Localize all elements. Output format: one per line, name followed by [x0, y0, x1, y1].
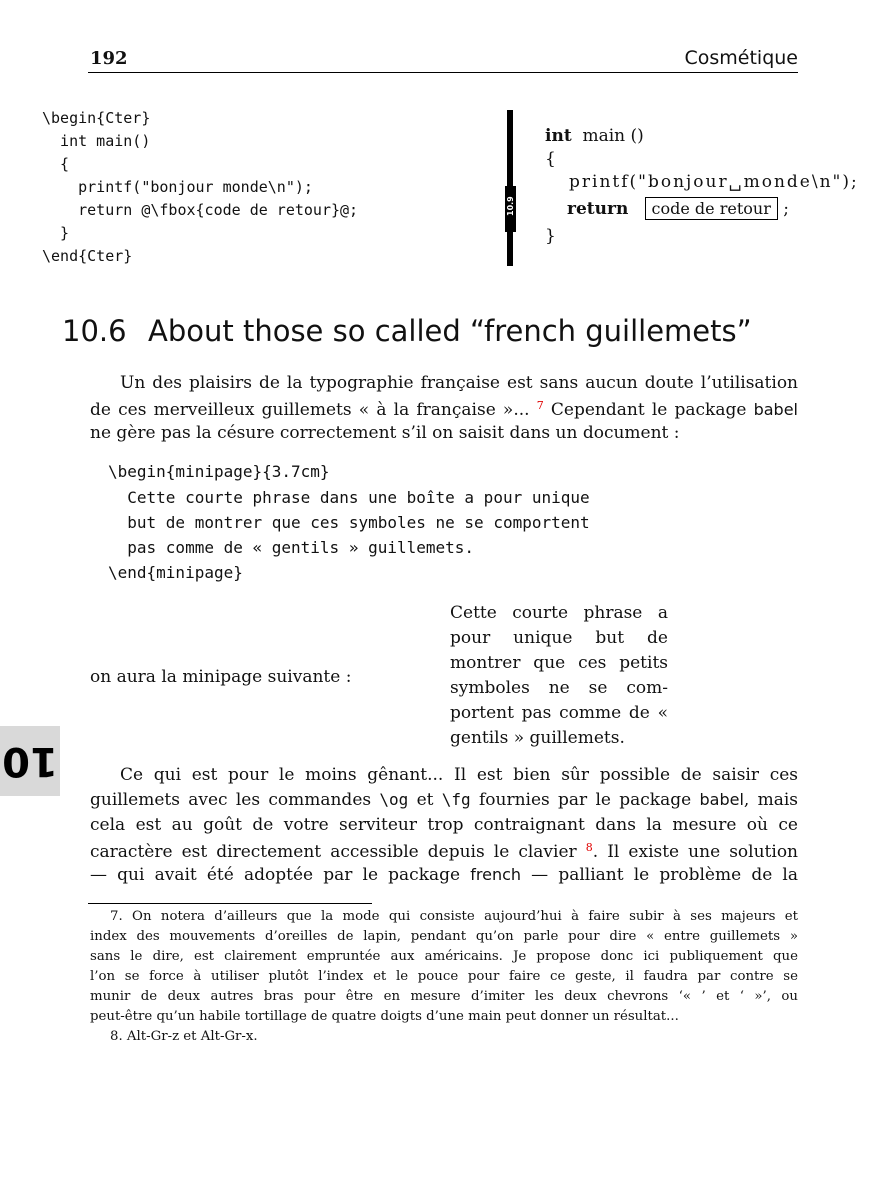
rendered-code-line: }	[545, 226, 556, 246]
footnote-rule	[88, 903, 372, 904]
minipage-line: pour unique but de	[450, 630, 668, 647]
package-name: babel	[753, 400, 798, 419]
keyword-int: int	[545, 126, 572, 146]
section-number: 10.6	[62, 314, 127, 348]
code-line: \end{Cter}	[42, 247, 133, 265]
footnote-line: munir de deux autres bras pour être en m…	[90, 989, 798, 1004]
footnote-line-text: 7. On notera d’ailleurs que la mode qui …	[110, 909, 798, 924]
rendered-code-line: int main ()	[545, 128, 644, 145]
paragraph-line: — qui avait été adoptée par le package f…	[90, 867, 798, 884]
section-title: About those so called “french guillemets…	[148, 314, 752, 348]
paragraph-line: guillemets avec les commandes \og et \fg…	[90, 792, 798, 809]
rendered-code-text: ;	[783, 199, 789, 219]
package-name: french	[470, 865, 522, 884]
section-side-tab	[505, 186, 516, 232]
paragraph-line: ne gère pas la césure correctement s’il …	[90, 423, 680, 443]
code-line: printf("bonjour monde\n");	[42, 178, 313, 196]
footnote-marker[interactable]: 7	[536, 399, 544, 412]
footnote-line-text: sans le dire, est clairement empruntée a…	[90, 949, 798, 964]
paragraph-text: guillemets avec les commandes	[90, 790, 380, 810]
code-line: {	[42, 155, 70, 173]
minipage-line-text: portent pas comme de «	[450, 703, 668, 723]
paragraph-line: de ces merveilleux guillemets « à la fra…	[90, 400, 798, 419]
running-title: Cosmétique	[684, 47, 798, 69]
code-line: return @\fbox{code de retour}@;	[42, 201, 359, 219]
paragraph-line: Un des plaisirs de la typographie frança…	[120, 375, 798, 392]
footnote-line: peut-être qu’un habile tortillage de qua…	[90, 1009, 679, 1024]
minipage-line: portent pas comme de «	[450, 705, 668, 722]
paragraph-text: caractère est directement accessible dep…	[90, 842, 577, 862]
footnote-line: 8. Alt-Gr-z et Alt-Gr-x.	[110, 1029, 258, 1044]
section-heading: 10.6 About those so called “french guille…	[62, 314, 752, 348]
paragraph-line: cela est au goût de votre serviteur trop…	[90, 817, 798, 834]
paragraph-line: caractère est directement accessible dep…	[90, 842, 798, 861]
rendered-code-line: printf("bonjour␣monde\n");	[569, 172, 859, 192]
rendered-code-line: {	[545, 149, 556, 169]
paragraph-line-text: Un des plaisirs de la typographie frança…	[120, 373, 798, 393]
paragraph-text: fournies par le package	[470, 790, 700, 810]
rendered-code-line: return code de retour ;	[567, 197, 789, 220]
paragraph-line: Ce qui est pour le moins gênant... Il es…	[120, 767, 798, 784]
code-line: \begin{Cter}	[42, 109, 151, 127]
code-line: \end{minipage}	[108, 563, 243, 582]
footnote-line: sans le dire, est clairement empruntée a…	[90, 949, 798, 964]
footnote-line: 7. On notera d’ailleurs que la mode qui …	[110, 909, 798, 924]
code-line: int main()	[42, 132, 151, 150]
minipage-line: gentils » guillemets.	[450, 728, 625, 748]
footnote-line-text: index des mouvements d’oreilles de lapin…	[90, 929, 798, 944]
code-line: \begin{minipage}{3.7cm}	[108, 462, 330, 481]
footnote-line: l’on se force à utiliser plutôt l’index …	[90, 969, 798, 984]
minipage-line-text: symboles ne se com-	[450, 678, 668, 698]
minipage-line-text: pour unique but de	[450, 628, 668, 648]
footnote-line-text: munir de deux autres bras pour être en m…	[90, 989, 798, 1004]
paragraph-text: , mais	[743, 790, 799, 810]
paragraph-text: de ces merveilleux guillemets « à la fra…	[90, 400, 530, 420]
rendered-code-text: main ()	[582, 126, 644, 146]
minipage-line-text: Cette courte phrase a	[450, 603, 668, 623]
fbox: code de retour	[644, 197, 778, 220]
footnote-marker[interactable]: 8	[585, 841, 593, 854]
header-rule	[88, 72, 798, 73]
paragraph-line-text: cela est au goût de votre serviteur trop…	[90, 815, 798, 835]
footnote-line: index des mouvements d’oreilles de lapin…	[90, 929, 798, 944]
paragraph-text: et	[408, 790, 442, 810]
chapter-thumb-label: 10	[2, 738, 58, 784]
code-line: Cette courte phrase dans une boîte a pou…	[108, 488, 590, 507]
paragraph-text: . Il existe une solution	[592, 842, 798, 862]
minipage-line-text: montrer que ces petits	[450, 653, 668, 673]
paragraph-text: — qui avait été adoptée par le package	[90, 865, 471, 885]
code-line: }	[42, 224, 70, 242]
minipage-line: Cette courte phrase a	[450, 605, 668, 622]
section-side-tab-label: 10.9	[506, 196, 515, 216]
page-number: 192	[90, 48, 128, 69]
minipage-line: montrer que ces petits	[450, 655, 668, 672]
paragraph-line-text: Ce qui est pour le moins gênant... Il es…	[120, 765, 798, 785]
command-fg: \fg	[441, 790, 471, 809]
code-line: pas comme de « gentils » guillemets.	[108, 538, 475, 557]
paragraph-text: Cependant le package	[543, 400, 754, 420]
keyword-return: return	[567, 199, 629, 219]
footnote-line-text: l’on se force à utiliser plutôt l’index …	[90, 969, 798, 984]
command-og: \og	[379, 790, 409, 809]
package-name: babel	[699, 790, 744, 809]
paragraph-text: — palliant le problème de la	[521, 865, 798, 885]
chapter-thumb-tab: 10	[0, 726, 60, 796]
minipage-line: symboles ne se com-	[450, 680, 668, 697]
code-line: but de montrer que ces symboles ne se co…	[108, 513, 590, 532]
minipage-intro: on aura la minipage suivante :	[90, 667, 352, 687]
